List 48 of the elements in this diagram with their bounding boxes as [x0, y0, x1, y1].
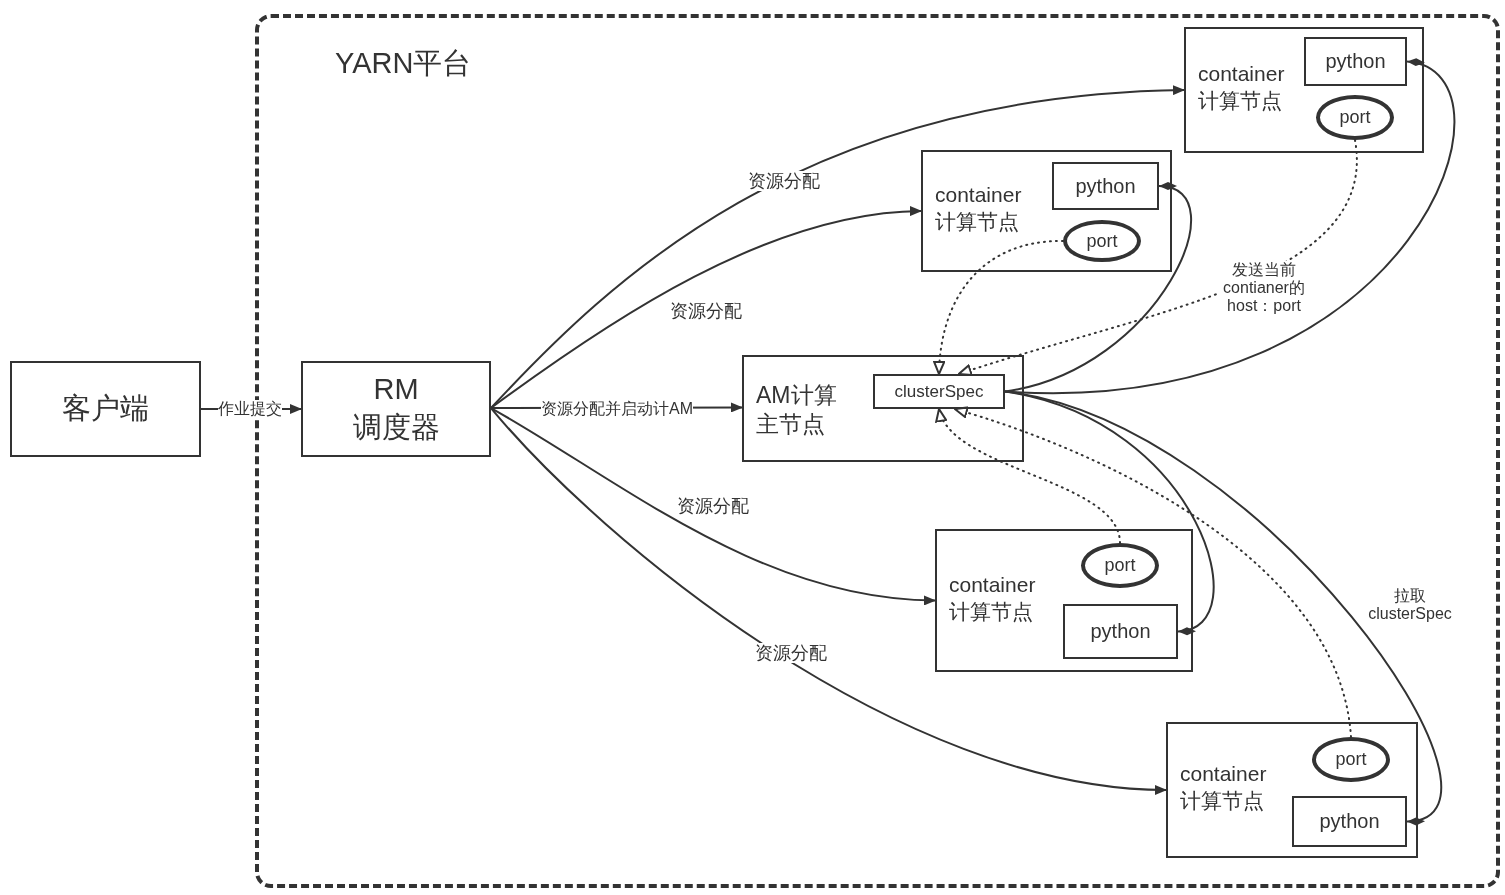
node-label: python — [1075, 174, 1136, 198]
node-label: container 计算节点 — [1198, 61, 1286, 115]
port-label: port — [1339, 107, 1371, 128]
process-box — [1292, 796, 1407, 847]
port-ellipse — [1081, 543, 1159, 588]
node-label: clusterSpec — [894, 381, 984, 402]
node-label: RM — [373, 372, 419, 408]
diamond-connector — [1004, 390, 1443, 823]
node-label: container 计算节点 — [1180, 761, 1268, 815]
edge-label: 资源分配 — [677, 495, 749, 517]
arrow — [490, 407, 1167, 795]
port-label: port — [1335, 749, 1367, 770]
field-box — [873, 374, 1005, 409]
arrow — [490, 407, 936, 605]
container-box — [1166, 722, 1418, 858]
dotted-arrow — [937, 408, 1121, 544]
process-box — [301, 361, 491, 457]
node-label: container 计算节点 — [949, 571, 1037, 625]
diamond-connector — [1004, 184, 1192, 393]
arrow — [490, 206, 922, 410]
edge-label: 资源分配 — [755, 642, 827, 664]
process-box — [1052, 162, 1159, 210]
process-box — [1304, 37, 1407, 86]
edge-label: 作业提交 — [218, 400, 282, 419]
node-label: python — [1319, 810, 1380, 833]
port-ellipse — [1063, 220, 1141, 262]
node-label: container 计算节点 — [935, 182, 1023, 236]
dotted-arrow — [933, 240, 1064, 375]
process-box — [10, 361, 201, 457]
platform-title: YARN平台 — [335, 46, 472, 81]
node-label: 客户端 — [62, 391, 149, 427]
node-label: python — [1325, 50, 1386, 73]
port-ellipse — [1312, 737, 1390, 782]
dotted-arrow — [953, 406, 1352, 738]
node-label: 调度器 — [352, 410, 440, 445]
port-label: port — [1104, 555, 1136, 576]
process-box — [742, 355, 1024, 462]
port-label: port — [1086, 230, 1118, 252]
container-box — [1184, 27, 1424, 153]
container-box — [921, 150, 1172, 272]
edge-label: 资源分配 — [670, 300, 742, 322]
process-box — [1063, 604, 1178, 659]
port-ellipse — [1316, 95, 1394, 140]
edge-label: 资源分配 — [748, 170, 820, 192]
node-label: AM计算主节点 — [756, 381, 838, 439]
node-label: python — [1090, 620, 1151, 643]
container-box — [935, 529, 1193, 672]
edge-label: 资源分配并启动计AM — [541, 400, 693, 419]
